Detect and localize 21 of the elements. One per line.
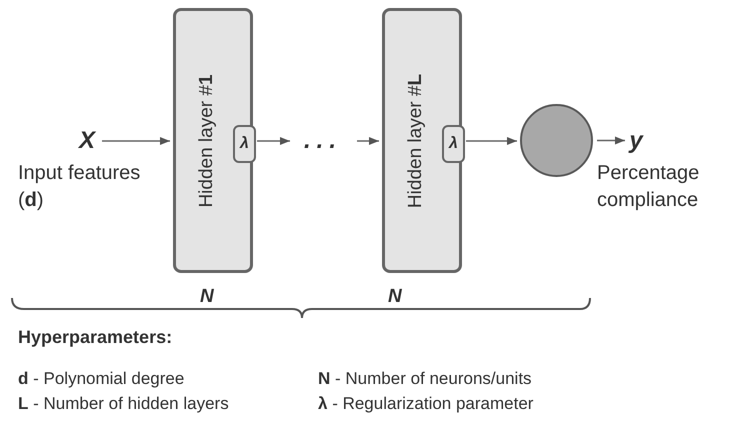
regularization-tag: λ: [233, 125, 256, 163]
definition-text: λ - Regularization parameter: [318, 393, 534, 415]
hidden-layer-box: Hidden layer #1 λ: [173, 8, 253, 273]
definition-text: d - Polynomial degree: [18, 368, 184, 390]
node-caption: Input features (d): [18, 161, 142, 213]
symbol-label: X: [76, 126, 98, 156]
unit-count-label: N: [200, 285, 214, 309]
arrow: [466, 137, 517, 145]
arrow: [357, 137, 379, 145]
definition-text: N - Number of neurons/units: [318, 368, 532, 390]
node-caption: Percentage compliance: [597, 161, 700, 213]
unit-count-label: N: [388, 285, 402, 309]
arrow: [102, 137, 170, 145]
symbol-label: y: [628, 126, 644, 156]
arrow: [257, 137, 290, 145]
arrow: [597, 136, 625, 144]
section-heading: Hyperparameters:: [18, 326, 172, 349]
hidden-layer-box: Hidden layer #L λ: [382, 8, 462, 273]
regularization-tag: λ: [442, 125, 465, 163]
definition-text: L - Number of hidden layers: [18, 393, 229, 415]
symbol-label: ...: [293, 127, 353, 155]
